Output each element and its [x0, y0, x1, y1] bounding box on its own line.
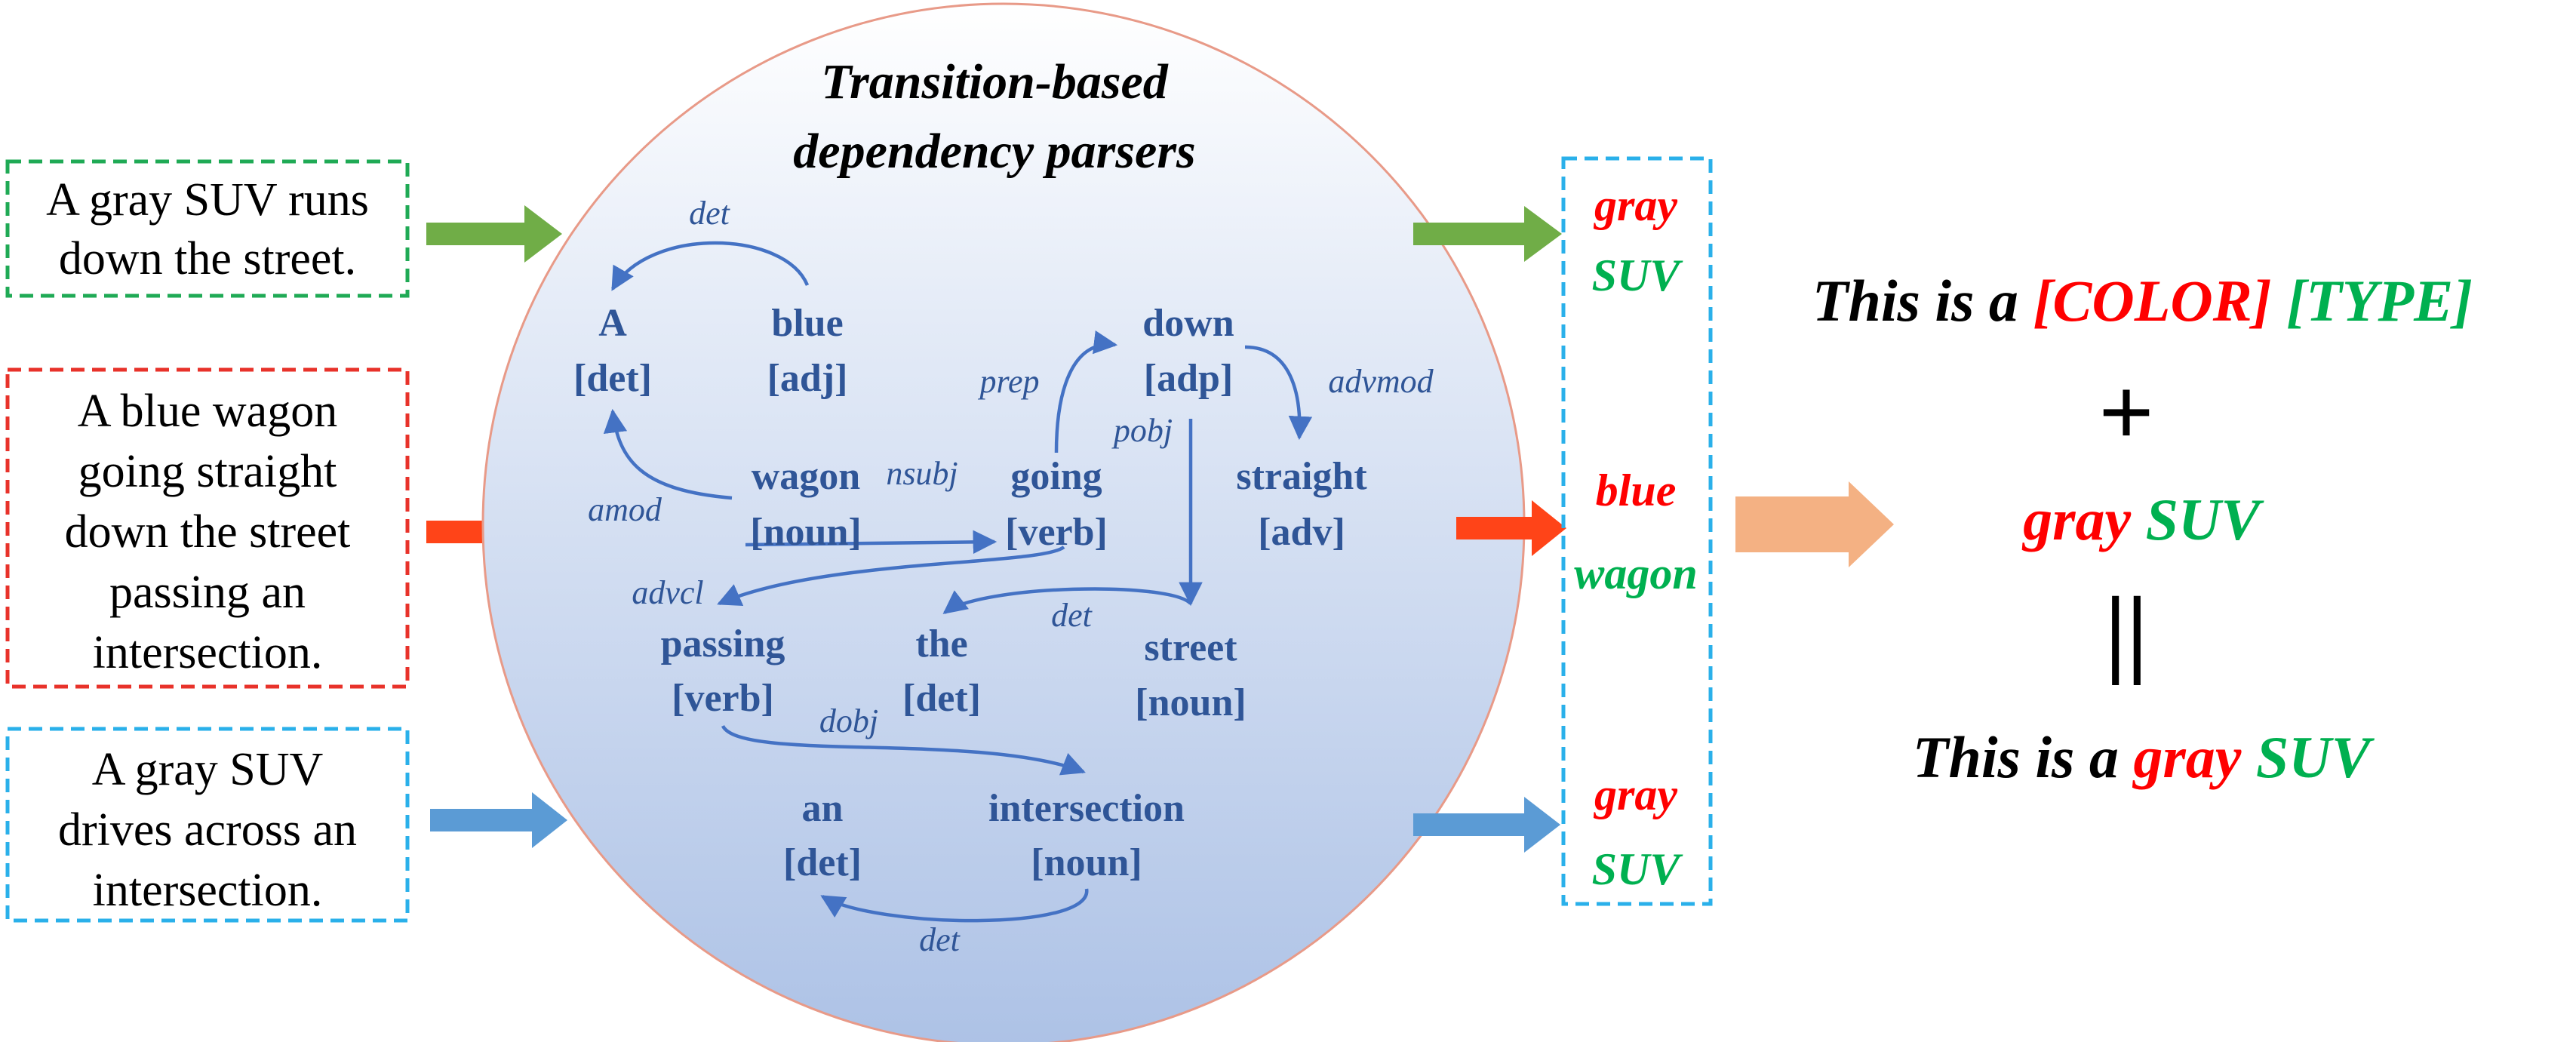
node-word: down — [1142, 302, 1234, 345]
node-word: going — [1010, 455, 1102, 498]
output-3-type: SUV — [1592, 844, 1684, 894]
sentence-box-2-frame — [5, 367, 410, 689]
input-arrow-green — [426, 205, 562, 263]
relation-labels: det prep advmod pobj amod nsubj advcl de… — [588, 195, 1434, 958]
edge-det-street-the — [942, 587, 1192, 614]
equals-sign: || — [2104, 577, 2147, 686]
node-word: intersection — [988, 787, 1185, 830]
relation-label: det — [689, 195, 731, 232]
output-1-type: SUV — [1592, 251, 1684, 300]
relation-label: nsubj — [886, 455, 958, 492]
node-tag: [noun] — [1135, 681, 1246, 724]
final-type: SUV — [2256, 724, 2375, 790]
input-arrow-blue — [430, 792, 567, 848]
node-word: passing — [661, 622, 785, 665]
relation-label: det — [1051, 597, 1093, 634]
sentence-box-1-frame — [5, 159, 410, 298]
sentence-box-3-frame — [5, 727, 410, 923]
sentence-2-line-2: going straight — [78, 446, 337, 497]
node-word: A — [598, 302, 627, 345]
node-tag: [det] — [783, 841, 862, 884]
output-arrow-green — [1413, 206, 1562, 262]
template-color-slot: [COLOR] — [2033, 268, 2271, 334]
node-tag: [verb] — [1005, 511, 1108, 554]
edge-advmod-down-straight — [1244, 345, 1313, 441]
output-2-type: wagon — [1574, 549, 1697, 598]
attribute-pair: gray SUV — [1950, 487, 2304, 552]
node-word: blue — [771, 302, 843, 345]
edge-amod-wagon-blue — [603, 408, 733, 500]
node-tag: [noun] — [1031, 841, 1142, 884]
final-prefix: This is a — [1913, 724, 2134, 790]
sentence-2-line-5: intersection. — [93, 627, 323, 678]
sentence-3-line-3: intersection. — [93, 865, 323, 916]
node-tag: [adv] — [1258, 511, 1345, 554]
final-sentence: This is a gray SUV — [1839, 724, 2413, 790]
sentence-2-line-4: passing an — [109, 567, 306, 618]
parser-title-line-2: dependency parsers — [793, 124, 1195, 179]
sentence-1-line-2: down the street. — [59, 233, 356, 284]
relation-label: pobj — [1111, 412, 1173, 449]
output-1-color: gray — [1593, 180, 1677, 230]
edge-prep-going-down — [1054, 330, 1118, 453]
edge-det-blue-a — [611, 241, 810, 291]
sentence-box-2: A blue wagon going straight down the str… — [5, 367, 410, 689]
template-type-slot: [TYPE] — [2286, 268, 2473, 334]
attributes-box — [1561, 156, 1713, 906]
sentence-2-line-1: A blue wagon — [78, 386, 337, 437]
sentence-box-3: A gray SUV drives across an intersection… — [5, 727, 410, 923]
relation-label: advcl — [632, 574, 703, 611]
node-tag: [adj] — [767, 357, 848, 400]
output-arrow-red — [1456, 500, 1566, 556]
pair-color: gray — [2021, 487, 2131, 552]
node-word: wagon — [752, 455, 861, 498]
pair-type: SUV — [2146, 487, 2265, 552]
sentence-3-line-1: A gray SUV — [92, 744, 324, 795]
edge-advcl-going-passing — [717, 546, 1065, 607]
node-tag: [det] — [902, 677, 981, 720]
edge-dobj-passing-intersection — [721, 724, 1086, 776]
template-prefix: This is a — [1812, 268, 2033, 334]
dependency-nodes: A [det] blue [adj] down [adp] wagon [nou… — [573, 302, 1367, 884]
node-tag: [verb] — [672, 677, 774, 720]
parser-title-line-1: Transition-based — [821, 54, 1169, 109]
node-word: straight — [1236, 455, 1367, 498]
edge-nsubj-wagon-going — [745, 530, 998, 555]
node-tag: [det] — [573, 357, 652, 400]
output-arrow-blue — [1413, 797, 1560, 853]
relation-label: advmod — [1328, 363, 1434, 400]
relation-label: det — [919, 921, 961, 958]
sentence-2-line-3: down the street — [65, 506, 351, 558]
edge-det-intersection-an — [820, 888, 1089, 923]
result-arrow — [1735, 481, 1894, 567]
node-word: the — [915, 622, 967, 665]
node-tag: [noun] — [750, 511, 861, 554]
sentence-3-line-2: drives across an — [58, 804, 357, 856]
sentence-box-1: A gray SUV runs down the street. — [5, 159, 410, 298]
relation-label: prep — [977, 363, 1039, 400]
node-word: an — [802, 787, 844, 830]
relation-label: dobj — [819, 702, 878, 739]
node-tag: [adp] — [1144, 357, 1233, 400]
template-sentence: This is a [COLOR] [TYPE] — [1738, 268, 2516, 334]
output-2-color: blue — [1596, 466, 1677, 515]
node-word: street — [1144, 626, 1237, 669]
plus-sign: + — [2098, 358, 2154, 467]
relation-label: amod — [588, 491, 662, 528]
dependency-edges — [603, 241, 1313, 923]
final-color: gray — [2132, 724, 2241, 790]
sentence-1-line-1: A gray SUV runs — [46, 174, 369, 226]
output-3-color: gray — [1593, 770, 1677, 819]
